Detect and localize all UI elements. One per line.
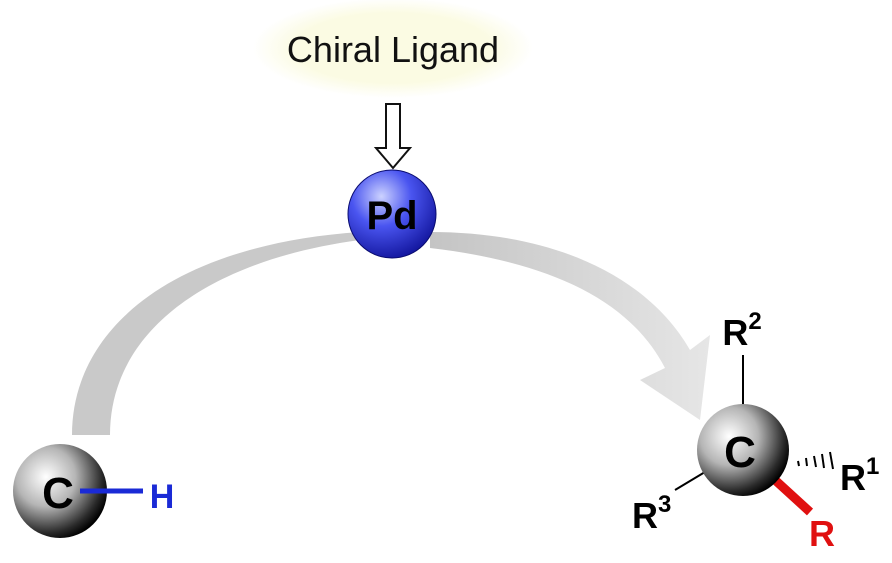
palladium-label: Pd xyxy=(366,194,417,238)
curved-arrow-right xyxy=(430,232,710,420)
palladium-atom xyxy=(347,169,437,259)
r2-label: R2 xyxy=(722,308,761,353)
reactant-carbon-atom xyxy=(13,444,107,538)
r1-label: R1 xyxy=(840,453,879,498)
ligand-ellipse xyxy=(253,0,533,98)
bond-r3 xyxy=(674,471,706,491)
hydrogen-label: H xyxy=(150,478,175,516)
ligand-label: Chiral Ligand xyxy=(287,29,499,70)
new-r-label: R xyxy=(809,513,835,554)
product-carbon-atom xyxy=(697,404,789,496)
hashed-bond-r1 xyxy=(797,451,834,470)
r3-label: R3 xyxy=(632,491,671,536)
hollow-down-arrow-icon xyxy=(373,103,413,170)
reactant-carbon-label: C xyxy=(42,469,74,518)
curved-reaction-arrow xyxy=(72,232,360,435)
wedge-bond-r xyxy=(771,476,814,516)
product-carbon-label: C xyxy=(724,428,756,477)
